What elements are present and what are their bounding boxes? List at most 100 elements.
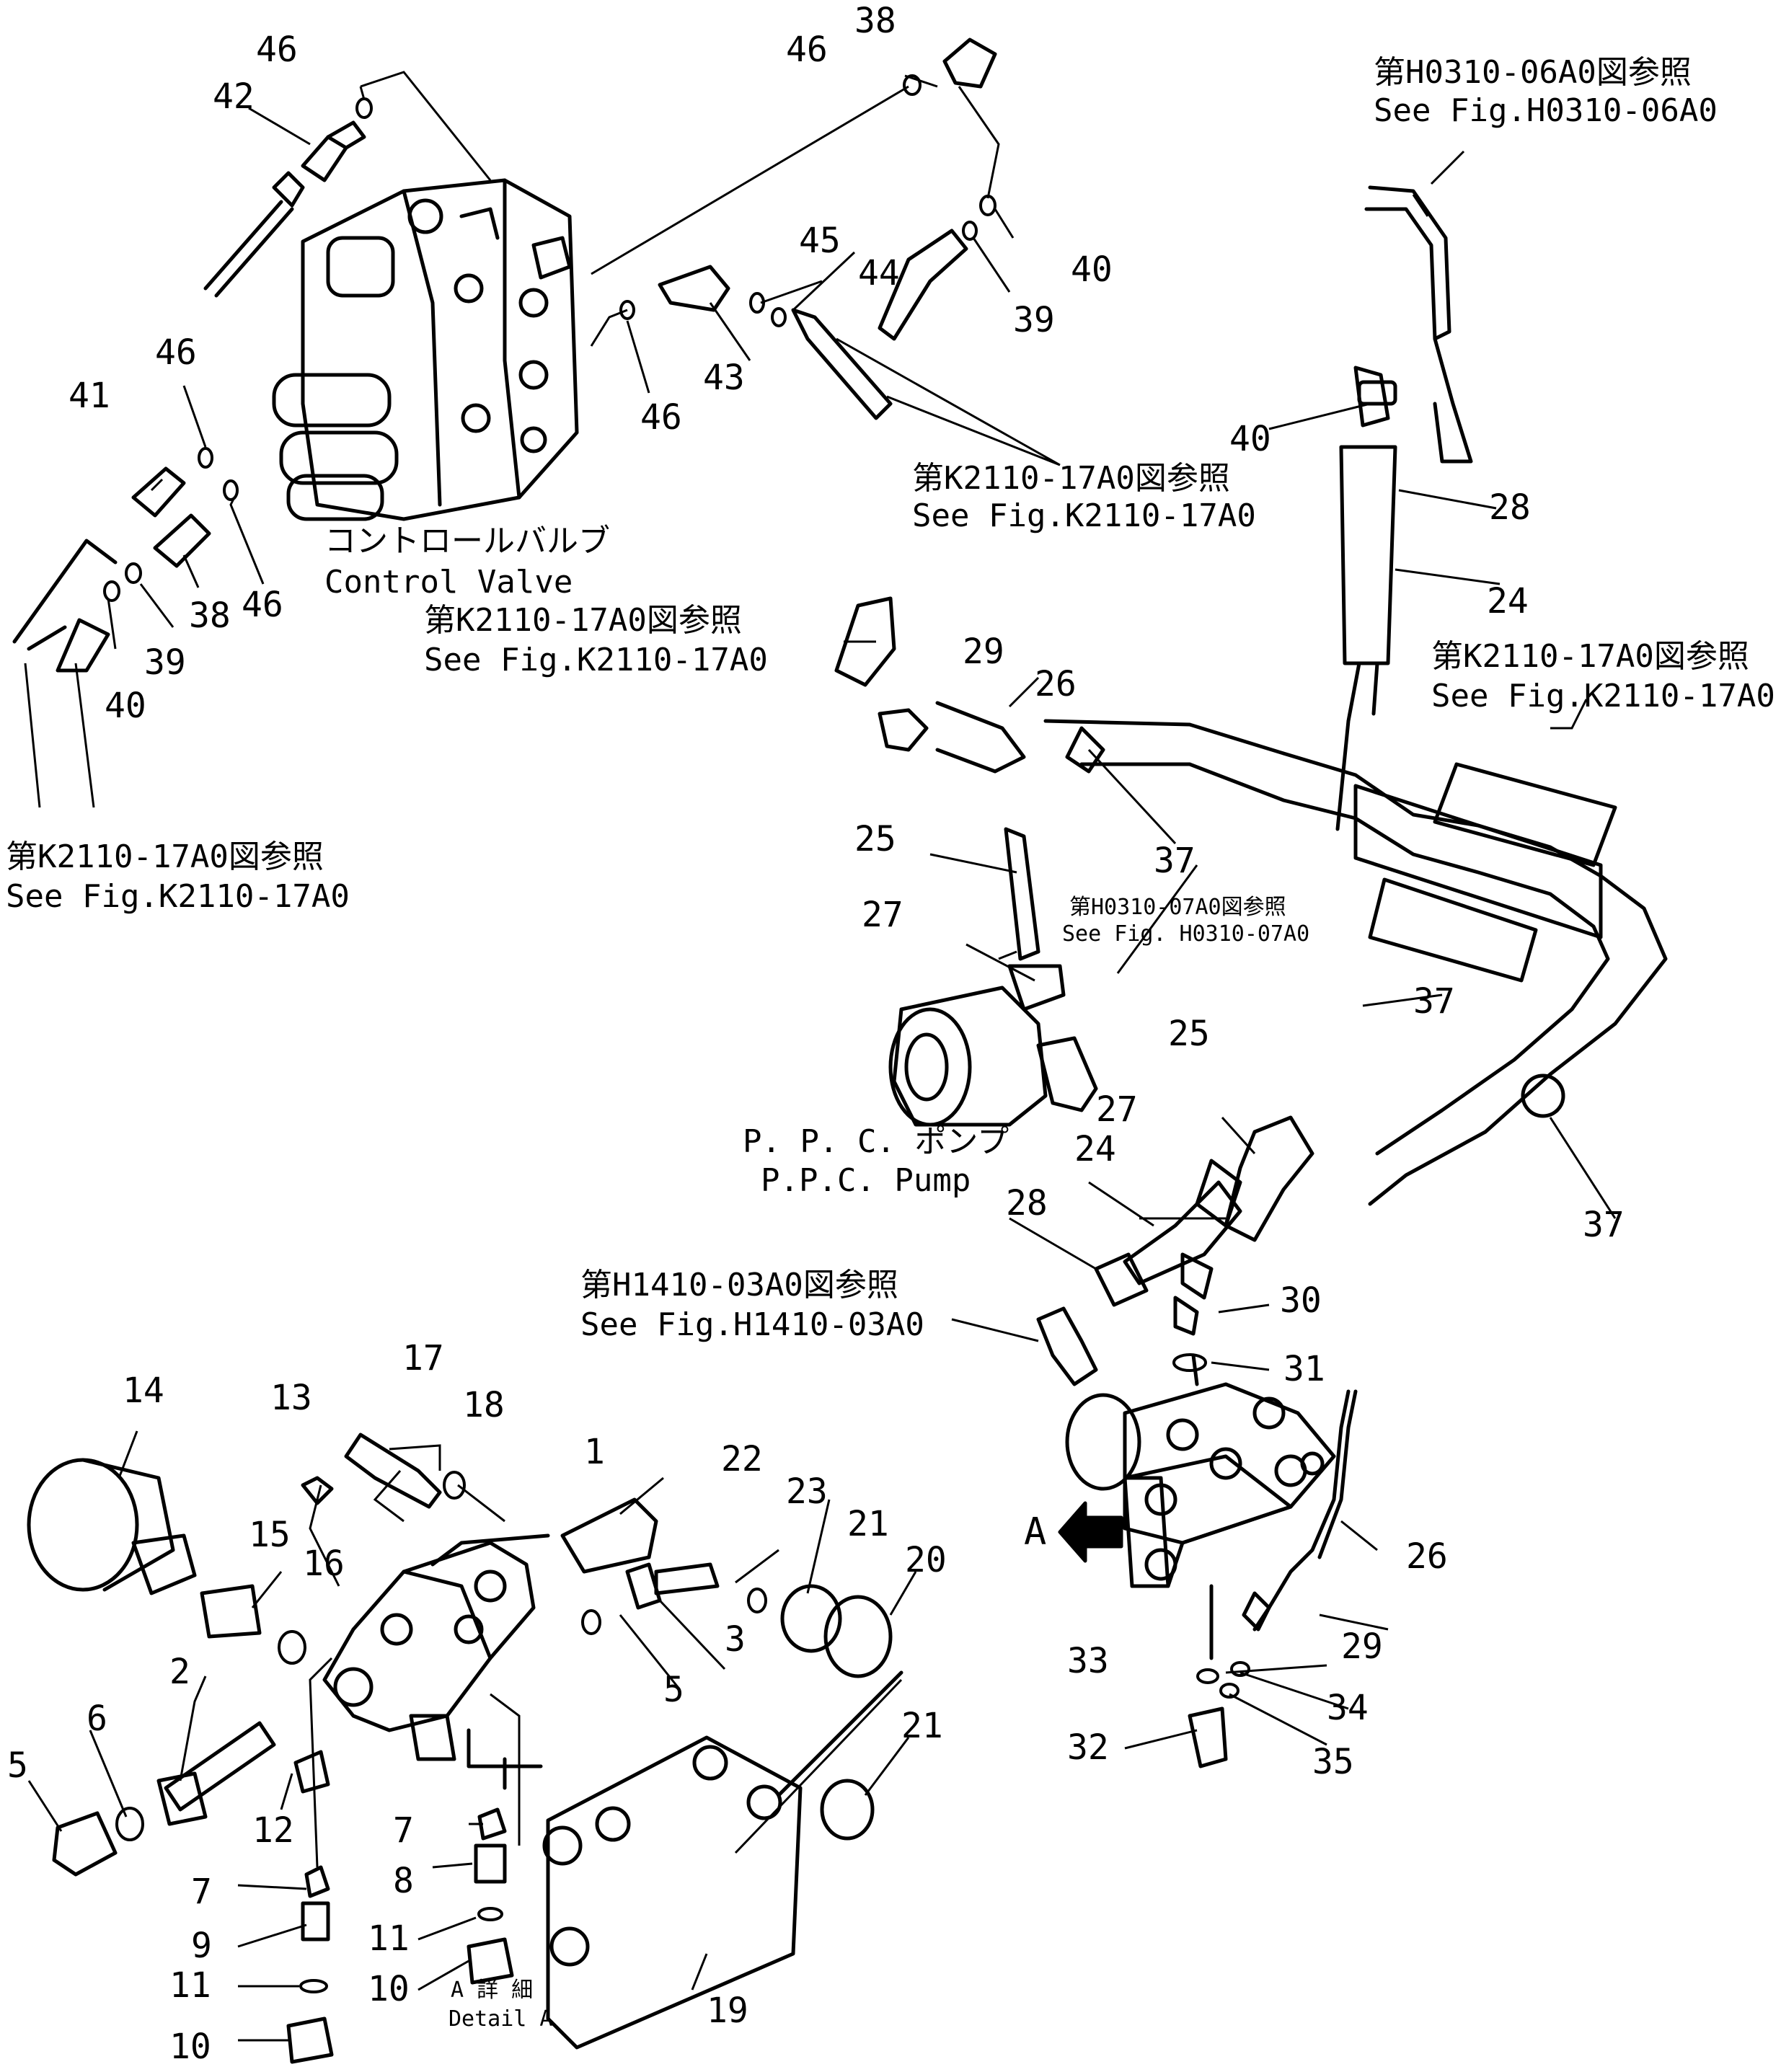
part-number: 37 <box>1583 1205 1625 1245</box>
arrow-a-label: A <box>1024 1510 1046 1554</box>
reference-arrows <box>24 337 1061 808</box>
part-number: 28 <box>1006 1183 1048 1223</box>
part-number: 42 <box>213 76 255 117</box>
ref-k2110-top-jp: 第K2110-17A0図参照 <box>912 460 1230 497</box>
part-number: 7 <box>393 1810 414 1851</box>
ref-k2110-mid-jp: 第K2110-17A0図参照 <box>424 602 742 639</box>
ref-k2110-right-en: See Fig.K2110-17A0 <box>1431 678 1775 714</box>
part-number: 34 <box>1327 1688 1369 1728</box>
part-number: 23 <box>786 1471 828 1512</box>
part-number: 38 <box>854 1 896 41</box>
part-number: 9 <box>191 1926 212 1966</box>
part-number: 32 <box>1067 1727 1109 1768</box>
part-number: 10 <box>169 2027 211 2067</box>
part-number: 12 <box>252 1810 294 1851</box>
right-leaders <box>844 150 1617 1750</box>
part-number: 8 <box>393 1861 414 1901</box>
control-valve <box>272 178 579 521</box>
part-number: 28 <box>1489 487 1531 528</box>
ppc-pump-label-en: P.P.C. Pump <box>761 1162 971 1199</box>
part-number: 1 <box>584 1432 605 1472</box>
part-number: 40 <box>1229 419 1271 459</box>
part-number: 24 <box>1487 581 1529 621</box>
part-number: 27 <box>862 895 903 935</box>
part-number: 37 <box>1413 981 1455 1022</box>
part-number: 41 <box>68 376 110 416</box>
control-valve-label-en: Control Valve <box>324 564 573 601</box>
part-number: 21 <box>847 1504 889 1544</box>
ppc-valve-assembly <box>1058 1353 1358 1768</box>
part-number: 2 <box>169 1652 190 1692</box>
part-number: 44 <box>858 253 900 293</box>
part-number: 21 <box>901 1706 943 1746</box>
part-number: 11 <box>169 1965 211 2006</box>
ppc-pump-label-jp: P. P. C. ポンプ <box>743 1123 1009 1160</box>
part-number: 33 <box>1067 1641 1109 1681</box>
part-number: 13 <box>270 1378 312 1418</box>
part-number: 11 <box>368 1918 410 1959</box>
ref-k2110-mid-en: See Fig.K2110-17A0 <box>424 642 768 678</box>
annotations: 第H0310-06A0図参照 See Fig.H0310-06A0 第K2110… <box>6 1 1775 2067</box>
part-number: 16 <box>303 1544 345 1584</box>
part-number: 39 <box>1013 300 1055 340</box>
part-number: 6 <box>87 1699 107 1739</box>
part-number: 26 <box>1406 1536 1448 1577</box>
part-number: 18 <box>463 1385 505 1425</box>
ref-h0310-06a0-en: See Fig.H0310-06A0 <box>1374 92 1718 129</box>
part-number: 25 <box>1168 1014 1210 1054</box>
part-number: 45 <box>799 221 841 261</box>
part-number: 22 <box>721 1439 763 1479</box>
part-number: 7 <box>191 1872 212 1912</box>
part-number: 46 <box>786 30 828 70</box>
detail-a-leaders <box>27 1430 917 2042</box>
part-number: 15 <box>249 1515 291 1555</box>
control-valve-leaders <box>107 71 1015 650</box>
part-number: 46 <box>640 397 682 438</box>
part-number: 3 <box>725 1619 746 1660</box>
ref-k2110-left-en: See Fig.K2110-17A0 <box>6 878 350 915</box>
hose-assembly <box>834 185 1668 1206</box>
detail-a-label-jp: A 詳 細 <box>451 1978 533 2003</box>
control-valve-label-jp: コントロールバルブ <box>324 523 610 559</box>
part-number: 5 <box>663 1670 684 1710</box>
pump-hoses <box>1036 1115 1314 1386</box>
part-number: 31 <box>1283 1349 1325 1389</box>
part-number: 38 <box>189 596 231 636</box>
part-number: 17 <box>402 1338 444 1378</box>
part-number: 40 <box>105 686 146 726</box>
part-number: 26 <box>1035 664 1077 704</box>
ref-k2110-left-jp: 第K2110-17A0図参照 <box>6 838 324 875</box>
part-number: 19 <box>707 1991 748 2031</box>
part-number: 46 <box>155 332 197 373</box>
part-number: 25 <box>854 819 896 859</box>
ref-h0310-07a0-en: See Fig. H0310-07A0 <box>1062 921 1309 947</box>
part-number: 20 <box>905 1540 947 1580</box>
ppc-pump <box>888 986 1098 1127</box>
ref-k2110-top-en: See Fig.K2110-17A0 <box>912 497 1256 534</box>
part-number: 27 <box>1096 1089 1138 1130</box>
ref-h0310-07a0-jp: 第H0310-07A0図参照 <box>1069 895 1286 920</box>
ref-h1410-03a0-jp: 第H1410-03A0図参照 <box>580 1267 898 1303</box>
part-number: 40 <box>1071 249 1113 290</box>
ref-k2110-right-jp: 第K2110-17A0図参照 <box>1431 638 1749 675</box>
part-number: 24 <box>1074 1129 1116 1169</box>
part-number: 43 <box>703 358 745 398</box>
ref-h1410-03a0-en: See Fig.H1410-03A0 <box>580 1306 924 1343</box>
part-number: 46 <box>256 30 298 70</box>
part-number: 35 <box>1312 1742 1354 1782</box>
detail-a <box>27 1433 903 2064</box>
part-number: 29 <box>963 632 1004 672</box>
part-number: 30 <box>1280 1280 1322 1321</box>
part-number: 29 <box>1341 1626 1383 1667</box>
control-valve-fittings <box>12 37 997 673</box>
ref-h0310-06a0-jp: 第H0310-06A0図参照 <box>1374 54 1692 91</box>
detail-a-label-en: Detail A <box>448 2006 553 2032</box>
part-number: 37 <box>1154 841 1196 881</box>
part-number: 46 <box>242 585 283 625</box>
part-number: 39 <box>144 642 186 683</box>
part-number: 14 <box>123 1371 164 1411</box>
part-number: 5 <box>7 1745 28 1786</box>
part-number: 10 <box>368 1969 410 2009</box>
